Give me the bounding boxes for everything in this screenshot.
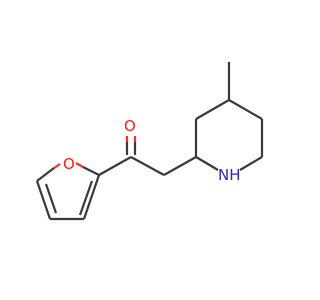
bond-o-c2-red xyxy=(75,162,84,168)
bond-c5-o-red xyxy=(53,163,61,169)
bond-c4-c5-pip xyxy=(228,99,263,120)
bond-c3-c4-pip xyxy=(195,99,230,120)
bond-c2-c3 xyxy=(82,174,101,220)
molecule-svg: O O NH xyxy=(35,62,264,221)
structure-diagram: O O NH xyxy=(35,62,264,221)
bond-o-c2 xyxy=(82,166,100,176)
bond-c4-c5 xyxy=(35,180,52,220)
piperidine-ring xyxy=(194,99,264,171)
nh-label: NH xyxy=(218,166,241,184)
bond-c6-n-pip xyxy=(239,156,263,171)
bond-ch2-c2pip xyxy=(163,156,197,176)
bond-n-c2-pip xyxy=(195,156,219,171)
bond-c2-c3-double xyxy=(78,180,94,216)
bond-c4-c5-double xyxy=(44,183,58,214)
furan-ring xyxy=(35,162,101,221)
bond-carbonyl-ch2 xyxy=(130,156,165,176)
furan-oxygen-label: O xyxy=(63,155,75,173)
bond-c5-o xyxy=(36,167,55,182)
bond-furan-carbonyl xyxy=(98,156,132,176)
carbonyl-oxygen-label: O xyxy=(124,117,136,135)
carbonyl-group xyxy=(125,136,137,155)
